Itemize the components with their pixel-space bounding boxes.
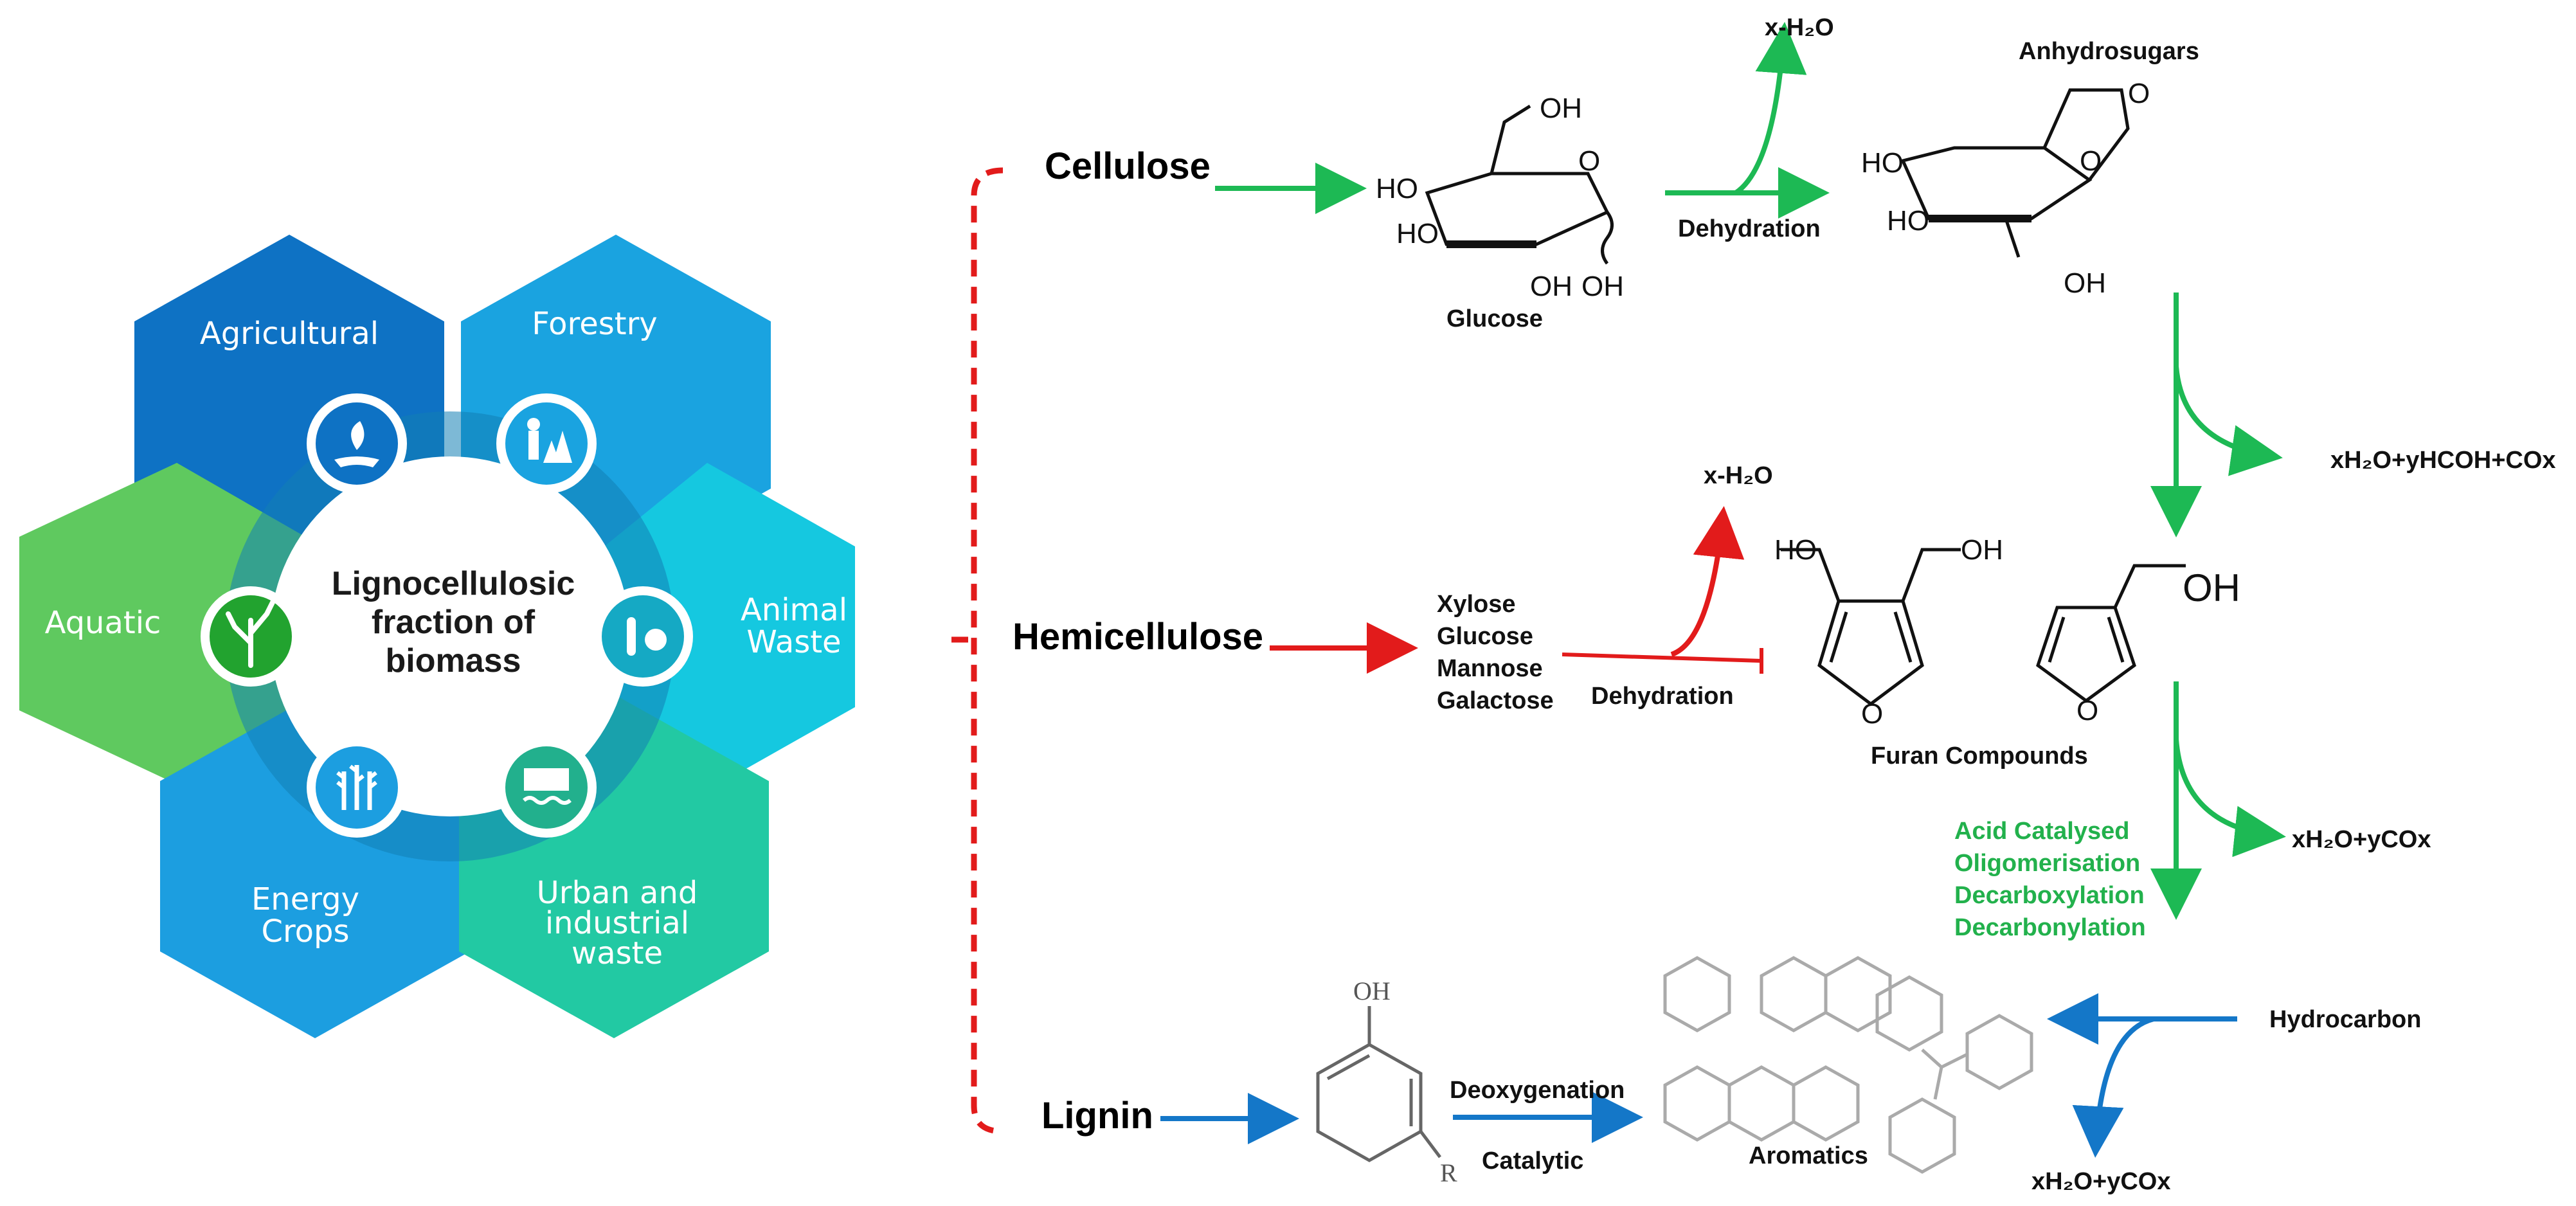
- urban-label-line1: Urban and: [537, 875, 698, 911]
- agricultural-label: Agricultural: [200, 316, 379, 352]
- cellulose-water-loss-arrow: [1734, 22, 1807, 195]
- lignin-label: Lignin: [1041, 1095, 1153, 1137]
- anhydro-byproduct-arrow: [2174, 366, 2283, 476]
- anhydrosugars-label: Anhydrosugars: [2019, 38, 2199, 65]
- step-oligomerisation: Oligomerisation: [1954, 850, 2140, 877]
- furan1-o: O: [1861, 698, 1883, 730]
- seaweed-icon: [201, 586, 301, 687]
- furan2-oh: OH: [2183, 566, 2240, 609]
- forestry-label: Forestry: [532, 306, 657, 342]
- phenol-r: R: [1440, 1158, 1457, 1187]
- center-label-line1: Lignocellulosic: [332, 565, 575, 602]
- anhydro-ho-bottom: HO: [1887, 205, 1929, 237]
- factory-water-icon: [496, 737, 597, 838]
- step-decarbonylation: Decarbonylation: [1954, 914, 2146, 941]
- upgrading-byproducts-label: xH₂O+yCOx: [2292, 826, 2431, 853]
- urban-label-line2: industrial: [545, 905, 689, 941]
- sugar-galactose: Galactose: [1437, 687, 1554, 714]
- center-label-line3: biomass: [386, 642, 521, 680]
- step-decarboxylation: Decarboxylation: [1954, 882, 2145, 909]
- glucose-ring-o: O: [1578, 145, 1600, 177]
- aromatics-label: Aromatics: [1749, 1142, 1868, 1169]
- hemicellulose-water-loss-label: x-H₂O: [1704, 462, 1773, 489]
- furan-compounds-label: Furan Compounds: [1871, 742, 2088, 770]
- hemicellulose-water-loss-arrow: [1670, 506, 1745, 657]
- energy-crops-label-line1: Energy: [251, 881, 359, 917]
- hexagon-aquatic: Aquatic: [19, 463, 305, 784]
- anhydro-oh: OH: [2064, 267, 2106, 299]
- furan-compounds-structure: [1781, 548, 2186, 706]
- step-acid-catalysed: Acid Catalysed: [1954, 818, 2129, 845]
- hemicellulose-dehydration-arrow: [1562, 652, 1762, 663]
- cellulose-water-loss-label: x-H₂O: [1765, 14, 1834, 41]
- forest-worker-icon: [496, 393, 597, 494]
- sugar-xylose: Xylose: [1437, 591, 1516, 618]
- energy-crops-label-line2: Crops: [261, 914, 349, 950]
- animal-waste-label-line1: Animal: [741, 592, 847, 628]
- glucose-structure: [1425, 104, 1614, 265]
- anhydro-ring-o-top: O: [2128, 78, 2150, 109]
- aromatics-structures: [1663, 956, 2033, 1174]
- glucose-ho-left: HO: [1376, 173, 1418, 204]
- furan1-ho: HO: [1774, 534, 1817, 566]
- hexagon-animal-waste: Animal Waste: [604, 463, 855, 791]
- glucose-ho-lower: HO: [1396, 218, 1439, 249]
- deoxygenation-label: Deoxygenation: [1450, 1077, 1625, 1104]
- furan2-o: O: [2076, 695, 2098, 726]
- animal-waste-label-line2: Waste: [746, 624, 841, 660]
- phenol-structure: [1316, 1006, 1441, 1162]
- aquatic-label: Aquatic: [45, 605, 161, 641]
- anhydro-ho-top: HO: [1861, 147, 1904, 179]
- furan1-oh: OH: [1961, 534, 2003, 566]
- glucose-oh-right: OH: [1581, 271, 1624, 302]
- anhydrosugar-structure: [1900, 88, 2130, 258]
- anhydro-ring-o: O: [2080, 145, 2102, 177]
- phenol-oh: OH: [1353, 977, 1391, 1005]
- biomass-hexagon-cluster: Agricultural Forestry Aquatic Animal Was…: [19, 235, 855, 1038]
- center-label-line2: fraction of: [372, 604, 536, 641]
- catalytic-label: Catalytic: [1482, 1148, 1583, 1174]
- urban-label-line3: waste: [572, 935, 663, 971]
- animal-bone-icon: [593, 586, 693, 687]
- glucose-oh-bottom: OH: [1530, 271, 1572, 302]
- sugar-mannose: Mannose: [1437, 655, 1543, 682]
- cellulose-byproducts-label: xH₂O+yHCOH+COx: [2330, 447, 2556, 474]
- hemicellulose-label: Hemicellulose: [1013, 616, 1263, 658]
- upgrading-steps: Acid Catalysed Oligomerisation Decarboxy…: [1954, 818, 2146, 941]
- hydrocarbon-label: Hydrocarbon: [2269, 1006, 2421, 1033]
- glucose-label: Glucose: [1446, 305, 1543, 332]
- cellulose-dehydration-label: Dehydration: [1678, 215, 1821, 242]
- hand-plant-icon: [307, 393, 407, 494]
- hemicellulose-sugars-list: Xylose Glucose Mannose Galactose: [1437, 591, 1554, 714]
- lignin-byproducts-label: xH₂O+yCOx: [2031, 1168, 2170, 1195]
- wheat-icon: [307, 737, 407, 838]
- hemicellulose-dehydration-label: Dehydration: [1591, 683, 1734, 710]
- furan-byproduct-arrow: [2174, 739, 2286, 858]
- source-bracket: [951, 167, 1004, 1135]
- sugar-glucose: Glucose: [1437, 623, 1533, 650]
- lignin-byproduct-arrow: [2072, 1016, 2155, 1158]
- cellulose-label: Cellulose: [1045, 145, 1211, 187]
- glucose-oh-top: OH: [1540, 93, 1582, 124]
